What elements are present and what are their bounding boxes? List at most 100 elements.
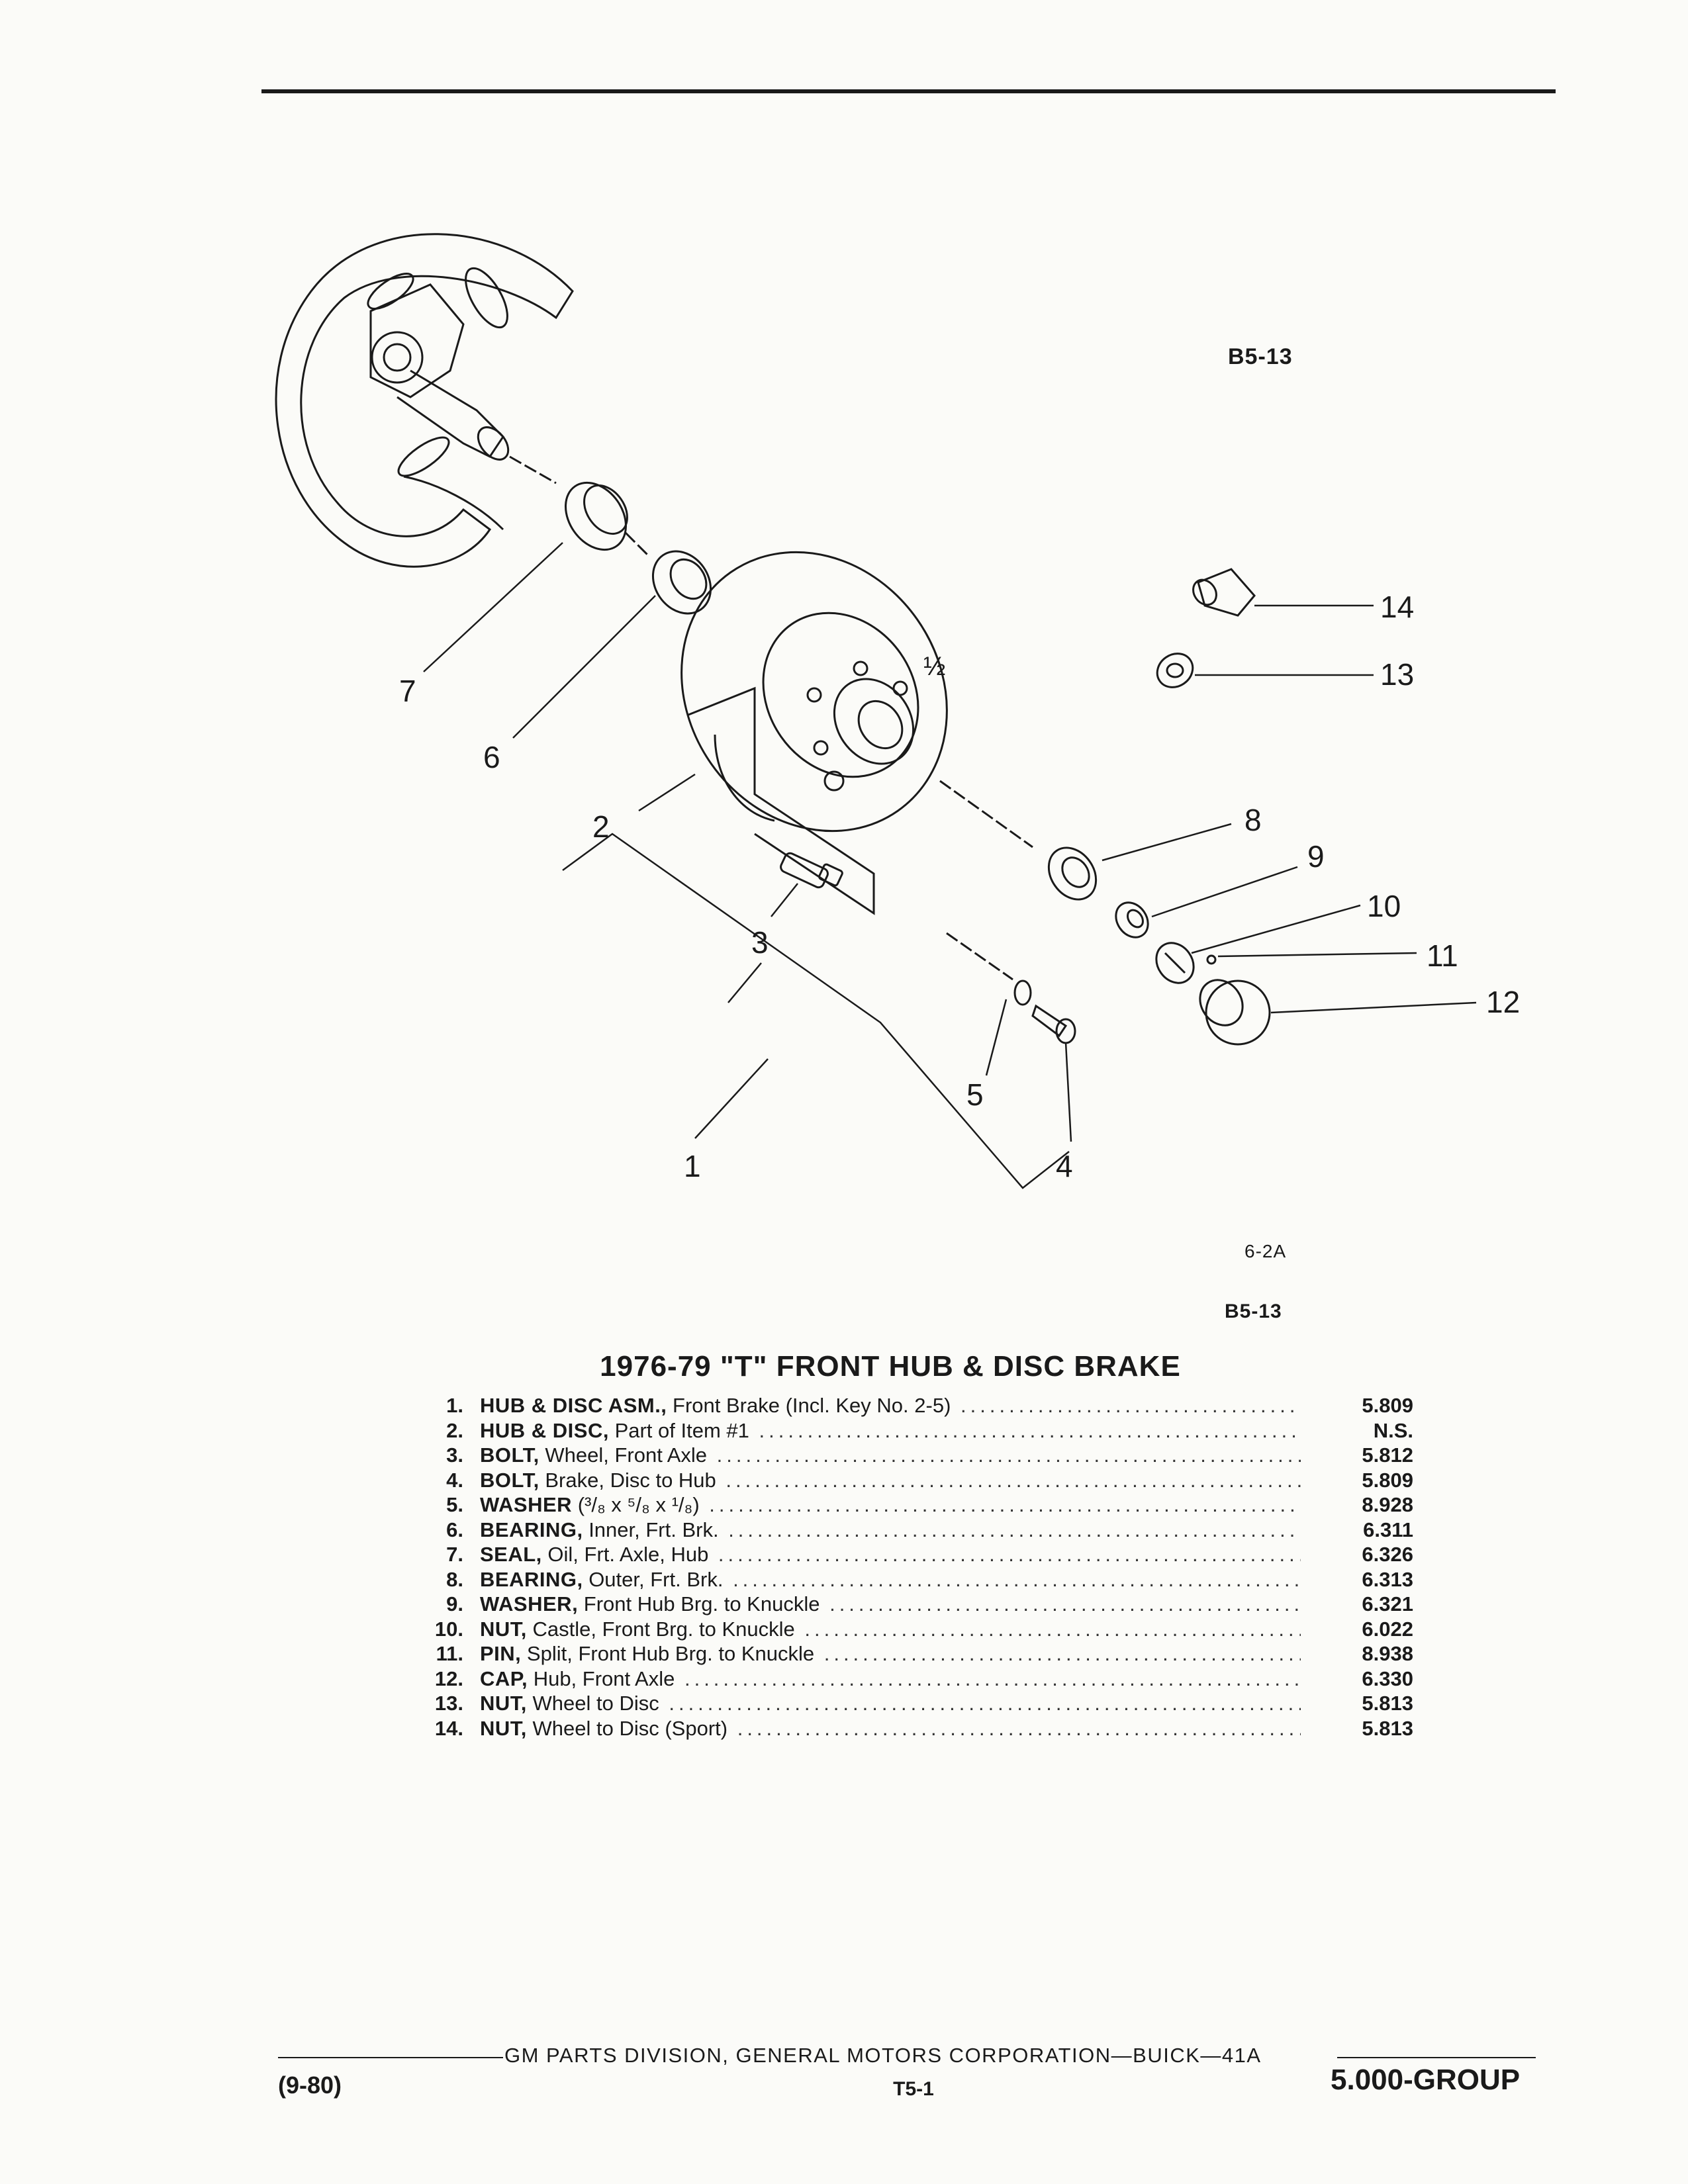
- leader-dots: ........................................…: [733, 1567, 1301, 1591]
- part-description: BOLT, Wheel, Front Axle ................…: [480, 1443, 1301, 1468]
- leader-dots: ........................................…: [829, 1592, 1301, 1615]
- part-name: HUB & DISC,: [480, 1418, 609, 1442]
- callout-11: 11: [1427, 938, 1458, 973]
- part-number: 3.: [446, 1443, 463, 1467]
- parts-list-row: 8. BEARING, Outer, Frt. Brk. ............…: [424, 1567, 1413, 1592]
- part-detail: Castle, Front Brg. to Knuckle: [526, 1617, 795, 1641]
- part-number: 13.: [434, 1692, 463, 1715]
- parts-list-row: 2. HUB & DISC, Part of Item #1 ..........…: [424, 1418, 1413, 1443]
- illustration-code: 6-2A: [1244, 1241, 1287, 1261]
- part-description: HUB & DISC, Part of Item #1 ............…: [480, 1418, 1301, 1443]
- part-description: BEARING, Outer, Frt. Brk. ..............…: [480, 1567, 1301, 1592]
- hub-washer: [1115, 901, 1149, 938]
- part-detail: Inner, Frt. Brk.: [583, 1518, 719, 1541]
- part-description: BOLT, Brake, Disc to Hub ...............…: [480, 1468, 1301, 1493]
- part-name: CAP,: [480, 1666, 528, 1690]
- footer-rule-right: [1337, 2057, 1536, 2058]
- part-name: NUT,: [480, 1716, 527, 1740]
- sport-wheel-nut: [1192, 568, 1256, 617]
- part-group-number: 5.813: [1362, 1692, 1413, 1715]
- part-name: NUT,: [480, 1692, 527, 1715]
- part-description: NUT, Wheel to Disc (Sport) .............…: [480, 1716, 1301, 1741]
- part-detail: Outer, Frt. Brk.: [583, 1567, 724, 1591]
- header-ref-code: B5-13: [1228, 344, 1293, 369]
- part-description: NUT, Castle, Front Brg. to Knuckle .....…: [480, 1617, 1301, 1642]
- leader-dots: ........................................…: [669, 1692, 1301, 1715]
- part-number: 7.: [446, 1543, 463, 1566]
- parts-list-row: 7.SEAL, Oil, Frt. Axle, Hub ............…: [424, 1542, 1413, 1567]
- part-detail: Wheel to Disc (Sport): [526, 1716, 728, 1740]
- leader-dots: ........................................…: [684, 1666, 1301, 1690]
- parts-list-row: 3. BOLT, Wheel, Front Axle ..............…: [424, 1443, 1413, 1468]
- part-name: BEARING,: [480, 1518, 583, 1541]
- spindle: [369, 283, 510, 461]
- parts-list-row: 11.PIN, Split, Front Hub Brg. to Knuckle…: [424, 1641, 1413, 1666]
- part-name: HUB & DISC ASM.,: [480, 1394, 667, 1417]
- part-description: PIN, Split, Front Hub Brg. to Knuckle ..…: [480, 1641, 1301, 1666]
- part-number: 5.: [446, 1493, 463, 1516]
- part-number: 14.: [434, 1716, 463, 1740]
- part-group-number: 5.809: [1362, 1468, 1413, 1492]
- part-group-number: 8.938: [1362, 1642, 1413, 1665]
- part-number: 8.: [446, 1567, 463, 1591]
- part-description: WASHER (³/₈ x ⁵/₈ x ¹/₈) ...............…: [480, 1492, 1301, 1518]
- footer-rule-left: [278, 2057, 503, 2058]
- part-group-number: 6.330: [1362, 1666, 1413, 1690]
- leader-dots: ........................................…: [804, 1617, 1301, 1641]
- part-number: 1.: [446, 1394, 463, 1417]
- footer-group: 5.000-GROUP: [1331, 2064, 1521, 2096]
- part-detail: Oil, Frt. Axle, Hub: [541, 1543, 709, 1566]
- wheel-nut: [1156, 653, 1194, 688]
- castle-nut: [1155, 942, 1217, 984]
- callout-7: 7: [399, 674, 416, 708]
- part-group-number: 6.311: [1363, 1518, 1413, 1541]
- part-detail: Split, Front Hub Brg. to Knuckle: [521, 1642, 815, 1665]
- part-detail: Part of Item #1: [608, 1418, 749, 1442]
- parts-list: 1. HUB & DISC ASM., Front Brake (Incl. Ke…: [424, 1393, 1413, 1741]
- callout-3: 3: [751, 925, 769, 960]
- part-description: BEARING, Inner, Frt. Brk. ..............…: [480, 1518, 1301, 1543]
- leader-dots: ........................................…: [728, 1518, 1301, 1541]
- part-detail: Wheel, Front Axle: [539, 1443, 708, 1467]
- part-group-number: 5.812: [1362, 1443, 1413, 1467]
- part-group-number: 6.022: [1362, 1617, 1413, 1641]
- part-group-number: 5.813: [1362, 1716, 1413, 1740]
- part-description: HUB & DISC ASM., Front Brake (Incl. Key …: [480, 1393, 1301, 1418]
- parts-list-row: 1. HUB & DISC ASM., Front Brake (Incl. Ke…: [424, 1393, 1413, 1418]
- part-detail: Front Hub Brg. to Knuckle: [578, 1592, 820, 1615]
- parts-list-row: 9.WASHER, Front Hub Brg. to Knuckle ....…: [424, 1592, 1413, 1617]
- diagram-ref-code: B5-13: [1225, 1300, 1282, 1322]
- hub-cap: [1199, 979, 1271, 1046]
- part-group-number: N.S.: [1373, 1418, 1413, 1442]
- top-rule: [261, 89, 1556, 93]
- parts-list-row: 6.BEARING, Inner, Frt. Brk. ............…: [424, 1518, 1413, 1543]
- parts-list-row: 12.CAP, Hub, Front Axle ................…: [424, 1666, 1413, 1692]
- callout-5: 5: [966, 1077, 984, 1112]
- part-description: NUT, Wheel to Disc .....................…: [480, 1691, 1301, 1716]
- outer-bearing: [1047, 846, 1098, 901]
- leader-dots: ........................................…: [759, 1418, 1301, 1442]
- disc-mark: ½: [923, 652, 945, 681]
- callout-10: 10: [1367, 889, 1401, 923]
- part-number: 2.: [446, 1418, 463, 1442]
- part-name: WASHER,: [480, 1592, 579, 1615]
- hub-disc: [680, 551, 948, 915]
- callout-13: 13: [1380, 657, 1414, 692]
- oil-seal: [565, 481, 628, 551]
- callout-1: 1: [684, 1149, 701, 1183]
- callout-4: 4: [1056, 1149, 1073, 1183]
- footer-date: (9-80): [278, 2071, 342, 2099]
- splash-shield: [275, 233, 574, 568]
- part-name: BEARING,: [480, 1567, 583, 1591]
- callout-14: 14: [1380, 590, 1414, 624]
- part-description: WASHER, Front Hub Brg. to Knuckle ......…: [480, 1592, 1301, 1617]
- part-detail: Hub, Front Axle: [528, 1666, 675, 1690]
- leader-dots: ........................................…: [961, 1394, 1301, 1417]
- part-group-number: 6.321: [1362, 1592, 1413, 1615]
- part-detail: (³/₈ x ⁵/₈ x ¹/₈): [572, 1493, 700, 1516]
- footer-page-number: T5-1: [893, 2078, 934, 2100]
- part-detail: Brake, Disc to Hub: [539, 1468, 716, 1492]
- callout-12: 12: [1486, 985, 1520, 1019]
- parts-list-row: 4.BOLT, Brake, Disc to Hub .............…: [424, 1468, 1413, 1493]
- callout-6: 6: [483, 740, 500, 774]
